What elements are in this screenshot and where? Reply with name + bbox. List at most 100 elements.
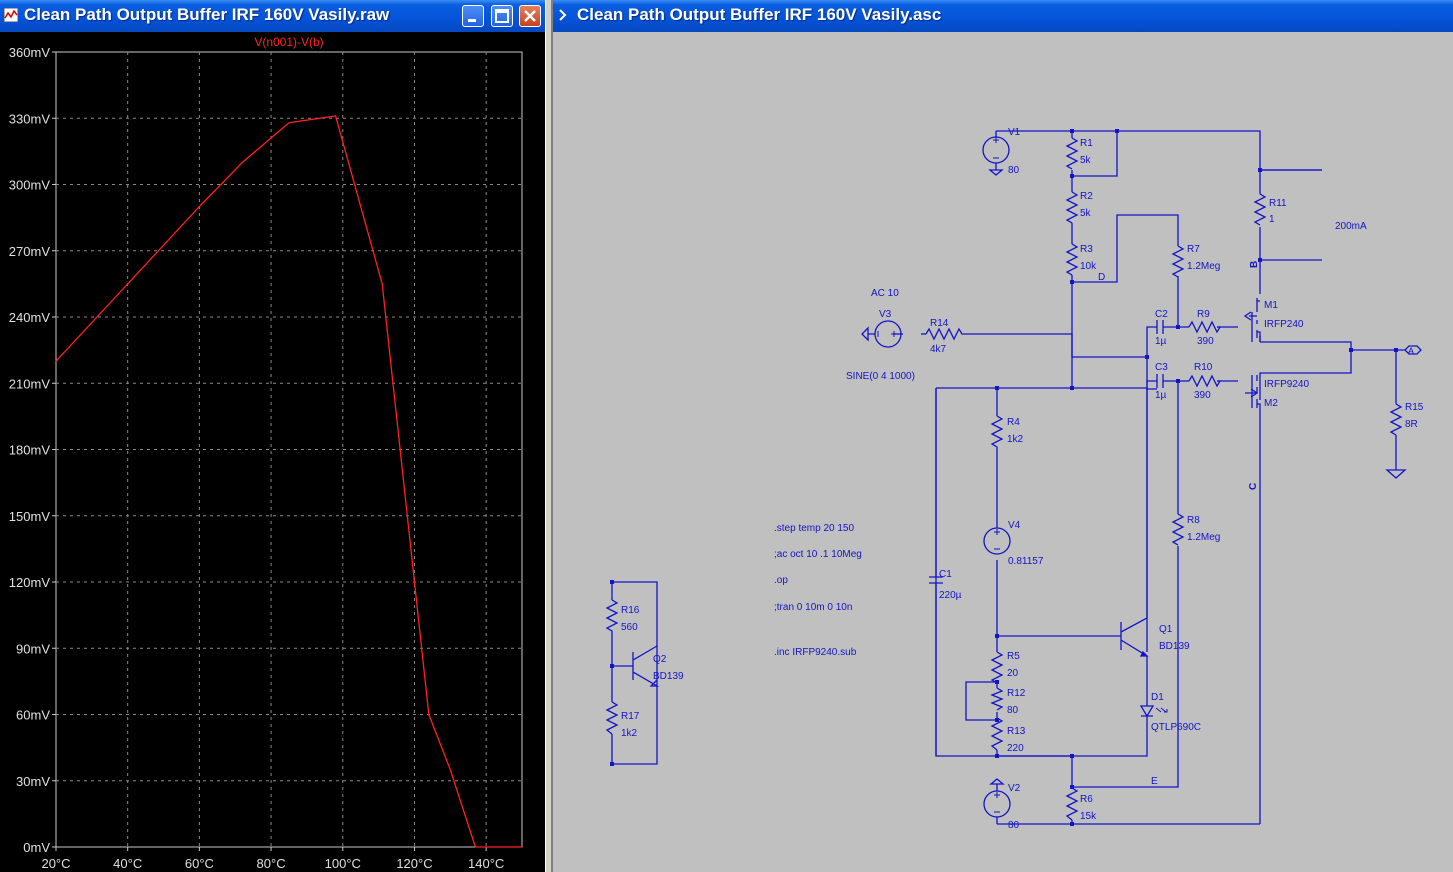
schematic-canvas[interactable]: V1 80 R1 5k R2 5k R3 10k D R7 1.2Meg R11… <box>553 32 1453 872</box>
value-C3[interactable]: 1µ <box>1155 390 1167 401</box>
value-R16[interactable]: 560 <box>621 622 638 633</box>
resistor-R13[interactable] <box>990 717 1004 751</box>
transistor-Q1[interactable] <box>1139 650 1149 657</box>
value-Q1[interactable]: BD139 <box>1159 641 1190 652</box>
capacitor-C3[interactable] <box>1146 374 1165 389</box>
label-R6[interactable]: R6 <box>1080 794 1093 805</box>
value-R4[interactable]: 1k2 <box>1007 434 1024 445</box>
source-V1[interactable] <box>982 136 1010 176</box>
label-R9[interactable]: R9 <box>1197 309 1210 320</box>
resistor-R9[interactable] <box>1188 320 1222 334</box>
label-Q1[interactable]: Q1 <box>1159 624 1173 635</box>
value-R2[interactable]: 5k <box>1080 208 1092 219</box>
resistor-R15[interactable] <box>1389 403 1403 436</box>
resistor-R4[interactable] <box>990 415 1004 448</box>
label-R1[interactable]: R1 <box>1080 138 1093 149</box>
schematic-drawing[interactable]: V1 80 R1 5k R2 5k R3 10k D R7 1.2Meg R11… <box>553 32 1453 872</box>
diode-D1[interactable] <box>1139 700 1168 722</box>
label-R11[interactable]: R11 <box>1269 198 1287 209</box>
capacitor-C1[interactable] <box>929 576 943 590</box>
resistor-R8[interactable] <box>1171 513 1185 546</box>
trace-label[interactable]: V(n001)-V(b) <box>254 35 323 49</box>
source-V3[interactable] <box>861 320 902 348</box>
label-AC[interactable]: AC 10 <box>871 288 899 299</box>
value-R5[interactable]: 20 <box>1007 668 1019 679</box>
label-R2[interactable]: R2 <box>1080 191 1093 202</box>
value-R13[interactable]: 220 <box>1007 743 1024 754</box>
value-V2[interactable]: 80 <box>1008 820 1020 831</box>
source-V2[interactable] <box>983 778 1011 824</box>
transistor-Q2[interactable] <box>632 645 660 687</box>
resistor-R14[interactable] <box>925 327 963 341</box>
value-R3[interactable]: 10k <box>1080 261 1097 272</box>
mosfet-M2[interactable] <box>1245 388 1259 398</box>
mosfet-M1[interactable] <box>1243 311 1257 321</box>
source-V4[interactable] <box>983 527 1011 555</box>
value-R8[interactable]: 1.2Meg <box>1187 532 1220 543</box>
resistor-R7[interactable] <box>1171 245 1185 278</box>
capacitor-C2[interactable] <box>1156 320 1165 334</box>
net-label-C[interactable]: C <box>1248 483 1259 490</box>
value-R17[interactable]: 1k2 <box>621 728 638 739</box>
net-label-D[interactable]: D <box>1098 272 1105 283</box>
value-V4[interactable]: 0.81157 <box>1008 556 1044 567</box>
value-M1[interactable]: IRFP240 <box>1264 319 1304 330</box>
value-R7[interactable]: 1.2Meg <box>1187 261 1220 272</box>
plot-window[interactable]: Clean Path Output Buffer IRF 160V Vasily… <box>0 0 545 872</box>
value-V1[interactable]: 80 <box>1008 165 1020 176</box>
resistor-R2[interactable] <box>1065 191 1079 224</box>
label-C2[interactable]: C2 <box>1155 309 1168 320</box>
directive-step[interactable]: .step temp 20 150 <box>774 523 854 534</box>
resistor-R3[interactable] <box>1065 243 1079 276</box>
schematic-window-titlebar[interactable]: Clean Path Output Buffer IRF 160V Vasily… <box>553 0 1453 32</box>
value-R1[interactable]: 5k <box>1080 155 1092 166</box>
directive-op[interactable]: .op <box>774 575 788 586</box>
value-R10[interactable]: 390 <box>1194 390 1211 401</box>
close-button[interactable] <box>519 5 541 27</box>
note-200mA[interactable]: 200mA <box>1335 221 1367 232</box>
port-label-A[interactable]: A <box>1408 346 1414 356</box>
value-Q2[interactable]: BD139 <box>653 671 684 682</box>
label-Q2[interactable]: Q2 <box>653 654 667 665</box>
label-V2[interactable]: V2 <box>1008 783 1021 794</box>
label-R3[interactable]: R3 <box>1080 244 1093 255</box>
label-D1[interactable]: D1 <box>1151 692 1164 703</box>
plot-window-titlebar[interactable]: Clean Path Output Buffer IRF 160V Vasily… <box>0 0 545 32</box>
value-C2[interactable]: 1µ <box>1155 336 1167 347</box>
resistor-R16[interactable] <box>605 599 619 632</box>
net-label-E[interactable]: E <box>1151 776 1158 787</box>
directive-tran[interactable]: ;tran 0 10m 0 10n <box>774 602 852 613</box>
temperature-sweep-chart[interactable]: V(n001)-V(b) 0mV30mV60mV90mV120mV150mV18… <box>0 32 545 872</box>
directive-inc[interactable]: .inc IRFP9240.sub <box>774 647 857 658</box>
value-C1[interactable]: 220µ <box>939 590 962 601</box>
resistor-R11[interactable] <box>1253 193 1267 226</box>
label-R14[interactable]: R14 <box>930 318 949 329</box>
port-A[interactable] <box>1396 345 1422 355</box>
label-R7[interactable]: R7 <box>1187 244 1200 255</box>
value-M2[interactable]: IRFP9240 <box>1264 379 1309 390</box>
label-R5[interactable]: R5 <box>1007 651 1020 662</box>
label-R4[interactable]: R4 <box>1007 417 1020 428</box>
label-R13[interactable]: R13 <box>1007 726 1026 737</box>
schematic-window[interactable]: Clean Path Output Buffer IRF 160V Vasily… <box>552 0 1453 872</box>
label-C1[interactable]: C1 <box>939 569 952 580</box>
label-M1[interactable]: M1 <box>1264 300 1278 311</box>
resistor-R10[interactable] <box>1188 374 1222 388</box>
value-R15[interactable]: 8R <box>1405 419 1418 430</box>
label-V1[interactable]: V1 <box>1008 127 1021 138</box>
label-R10[interactable]: R10 <box>1194 362 1213 373</box>
net-label-B[interactable]: B <box>1249 261 1260 268</box>
label-R12[interactable]: R12 <box>1007 688 1026 699</box>
resistor-R6[interactable] <box>1065 787 1079 821</box>
label-R16[interactable]: R16 <box>621 605 640 616</box>
label-M2[interactable]: M2 <box>1264 398 1278 409</box>
resistor-R17[interactable] <box>605 701 619 735</box>
label-C3[interactable]: C3 <box>1155 362 1168 373</box>
label-R8[interactable]: R8 <box>1187 515 1200 526</box>
value-R14[interactable]: 4k7 <box>930 344 947 355</box>
directive-ac[interactable]: ;ac oct 10 .1 10Meg <box>774 549 862 560</box>
resistor-R12[interactable] <box>990 687 1004 711</box>
value-R6[interactable]: 15k <box>1080 811 1097 822</box>
resistor-R5[interactable] <box>990 651 1004 684</box>
